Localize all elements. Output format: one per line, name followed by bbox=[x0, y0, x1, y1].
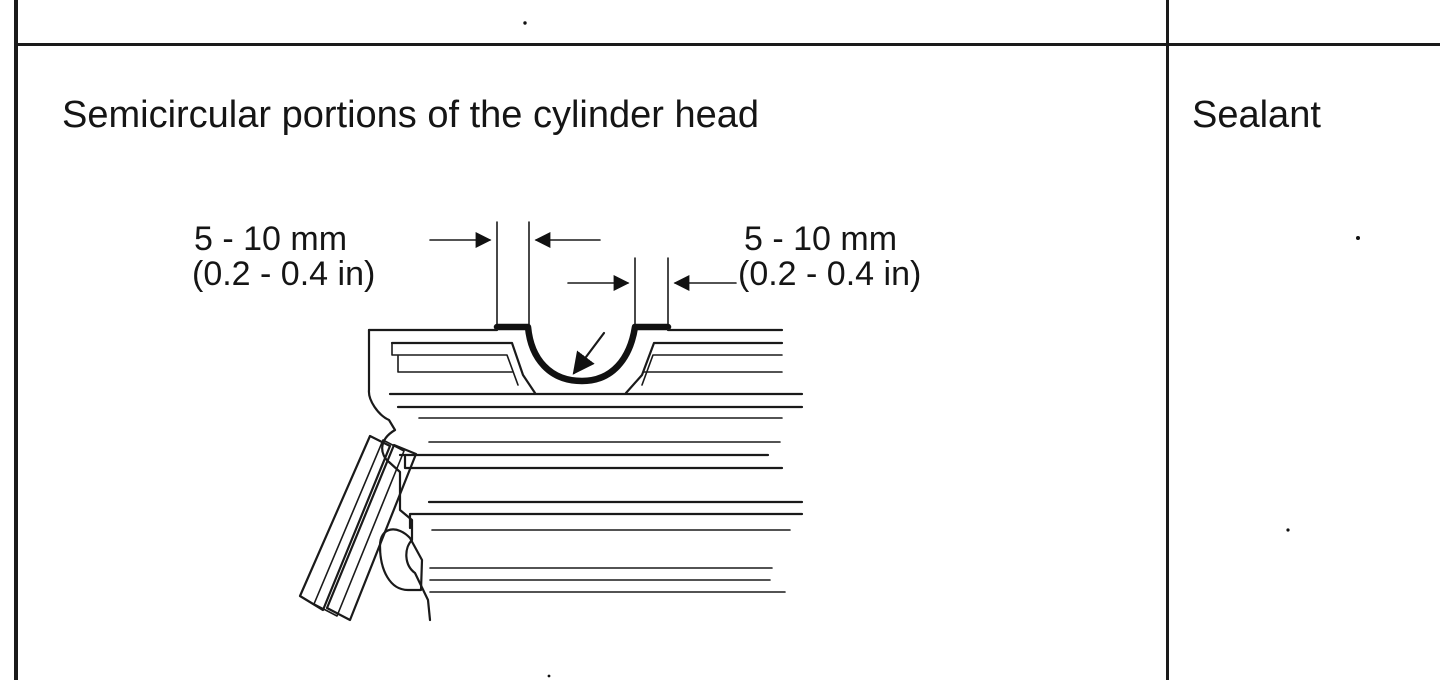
head-rib-1 bbox=[388, 392, 804, 409]
head-rib-2 bbox=[418, 417, 783, 443]
table-row-divider bbox=[14, 43, 1440, 46]
sealant-bead bbox=[493, 323, 672, 385]
head-lower-ribs bbox=[429, 529, 791, 593]
scan-speck bbox=[1286, 528, 1290, 532]
head-upper-groove-inner bbox=[391, 342, 783, 386]
head-upper-groove bbox=[390, 341, 784, 395]
left-dimension-metric: 5 - 10 mm bbox=[194, 220, 347, 258]
right-dimension-imperial: (0.2 - 0.4 in) bbox=[738, 255, 921, 293]
left-dimension-imperial: (0.2 - 0.4 in) bbox=[192, 255, 375, 293]
sealant-material-label: Sealant bbox=[1192, 94, 1321, 136]
angled-gasket-inner bbox=[325, 443, 418, 622]
table-column-divider bbox=[1166, 0, 1169, 680]
scan-speck bbox=[523, 21, 527, 25]
head-rib-3 bbox=[398, 453, 784, 470]
table-left-border bbox=[14, 0, 18, 680]
head-rib-4 bbox=[408, 500, 804, 530]
angled-gasket-outer bbox=[298, 434, 392, 612]
sealant-location-label: Semicircular portions of the cylinder he… bbox=[62, 94, 760, 136]
scan-speck bbox=[547, 674, 551, 678]
head-left-profile bbox=[367, 328, 432, 622]
head-cap-edge bbox=[397, 355, 783, 373]
right-dimension-metric: 5 - 10 mm bbox=[744, 220, 897, 258]
scan-speck bbox=[1356, 236, 1360, 240]
sealant-pointer-arrow bbox=[572, 331, 606, 375]
lower-bolt-boss bbox=[378, 528, 424, 592]
